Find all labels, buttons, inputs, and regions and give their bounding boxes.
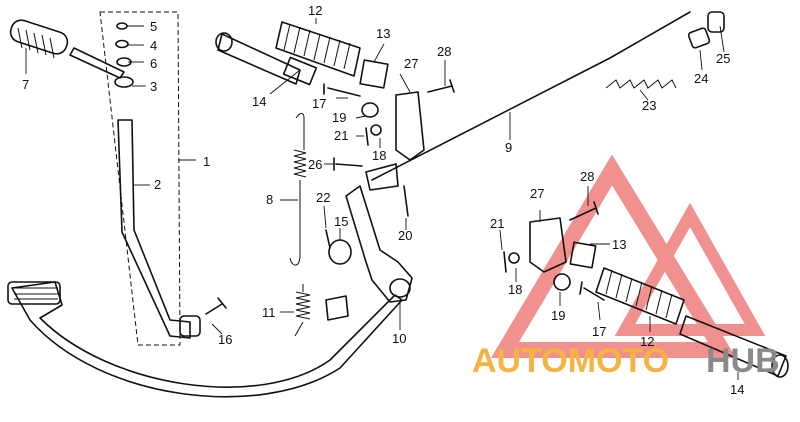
callout-18: 18: [372, 148, 386, 163]
step-lever-main: [11, 281, 403, 398]
callout-9: 9: [505, 140, 512, 155]
pin-21: [365, 127, 369, 146]
washer-19-lower: [553, 273, 571, 291]
stand-pivot: [389, 278, 411, 298]
washer-18-lower: [508, 252, 520, 264]
callout-8: 8: [266, 192, 273, 207]
callout-11: 11: [262, 305, 276, 320]
rubber-insert-13: [359, 59, 389, 89]
watermark-logo: [490, 154, 766, 358]
stand-bracket: [325, 295, 349, 321]
callout-14: 14: [252, 94, 266, 109]
footpeg-14-left: [215, 32, 318, 86]
callout-7: 7: [22, 77, 29, 92]
footpeg-14-right: [679, 315, 789, 378]
bracket-27-upper: [395, 91, 425, 161]
callout-17-lower: 17: [592, 324, 606, 339]
nut-25: [707, 11, 725, 33]
callout-10: 10: [392, 331, 406, 346]
callout-19-lower: 19: [551, 308, 565, 323]
callout-3: 3: [150, 79, 157, 94]
bracket-27-lower: [529, 217, 567, 273]
callout-2: 2: [154, 177, 161, 192]
callout-16: 16: [218, 332, 232, 347]
callout-13-lower: 13: [612, 237, 626, 252]
callout-4: 4: [150, 38, 157, 53]
footpeg-rubber-12-right: [595, 267, 685, 325]
rod-clevis: [365, 163, 399, 191]
bolt-17: [323, 83, 361, 97]
brake-rod-9: [371, 11, 691, 181]
callout-26: 26: [308, 157, 322, 172]
rubber-insert-13-lower: [569, 241, 597, 269]
callout-1: 1: [203, 154, 210, 169]
callout-12: 12: [308, 3, 322, 18]
callout-6: 6: [150, 56, 157, 71]
callout-5: 5: [150, 19, 157, 34]
callout-21: 21: [334, 128, 348, 143]
stand-arm-10: [345, 185, 413, 303]
pedal-arm-upper: [69, 47, 125, 79]
leader-lines: [25, 18, 739, 380]
watermark: AUTOMOTO HUB: [472, 342, 780, 380]
callout-14-lower: 14: [730, 382, 744, 397]
callout-25: 25: [716, 51, 730, 66]
washer-19: [361, 102, 379, 118]
bolt-26: [333, 157, 363, 171]
bolt-17-lower: [579, 281, 605, 301]
pedal-rubber-7: [9, 19, 69, 59]
callout-21-lower: 21: [490, 216, 504, 231]
callout-19: 19: [332, 110, 346, 125]
callout-17: 17: [312, 96, 326, 111]
callout-28-lower: 28: [580, 169, 594, 184]
callout-28-upper: 28: [437, 44, 451, 59]
pin-20: [403, 185, 409, 217]
callout-18-lower: 18: [508, 282, 522, 297]
joint-24: [687, 27, 711, 49]
spring-23: [605, 79, 677, 89]
clip-15: [328, 239, 352, 265]
bolt-28-upper: [427, 79, 455, 93]
pin-22: [325, 229, 331, 249]
watermark-text-a: AUTOMOTO: [472, 342, 669, 380]
rod-joint: [179, 315, 201, 337]
bolt-28-lower: [569, 201, 599, 221]
callout-22: 22: [316, 190, 330, 205]
spring-8: [289, 113, 307, 266]
callouts: 1 2 3 4 5 6 7 8 9 10 11 12 13 14 15 16 1…: [22, 3, 744, 397]
callout-27-upper: 27: [404, 56, 418, 71]
callout-13: 13: [376, 26, 390, 41]
callout-15: 15: [334, 214, 348, 229]
bolt-16: [205, 297, 227, 315]
callout-23: 23: [642, 98, 656, 113]
footpeg-rubber-12-left: [275, 21, 361, 77]
pin-21-lower: [503, 251, 507, 273]
watermark-text-b: HUB: [706, 342, 780, 380]
washer-18: [370, 124, 382, 136]
shift-rod-2: [117, 119, 191, 339]
callout-12-lower: 12: [640, 334, 654, 349]
spring-11: [294, 284, 311, 337]
pedal-pad: [7, 281, 61, 305]
callout-27-lower: 27: [530, 186, 544, 201]
callout-20: 20: [398, 228, 412, 243]
callout-24: 24: [694, 71, 708, 86]
assembly-outline: [99, 11, 181, 346]
